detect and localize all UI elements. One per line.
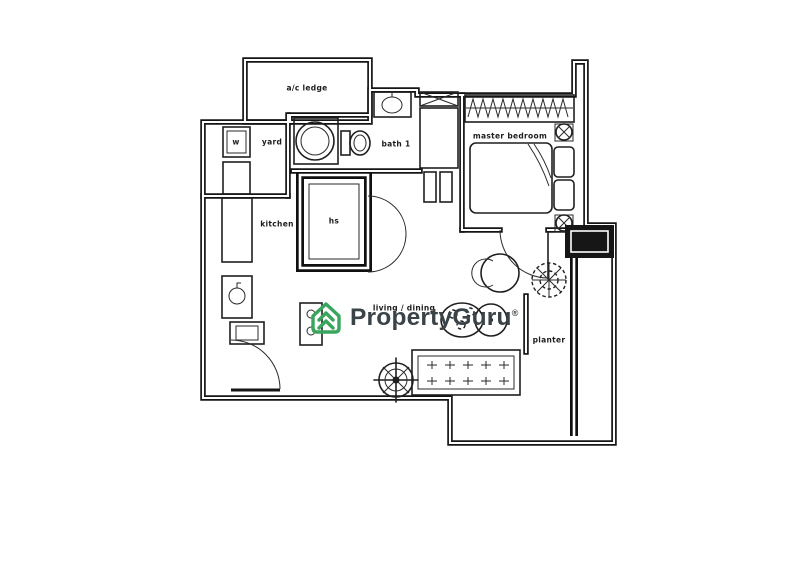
shoe-cabinet [229, 321, 265, 345]
hs-door-swing-icon [367, 195, 407, 273]
yard-cabinet [222, 161, 251, 195]
bay-ledge [565, 225, 614, 258]
propertyguru-wordmark: PropertyGuru® [350, 303, 519, 331]
master-door-swing-icon [499, 229, 549, 279]
hs-inner-lining [308, 183, 360, 260]
room-label-planter: planter [532, 335, 566, 345]
room-label-master-bedroom: master bedroom [472, 131, 548, 141]
room-label-bath-1: bath 1 [381, 139, 411, 149]
washer-icon [222, 126, 251, 158]
room-label-yard: yard [261, 137, 283, 147]
room-label-washer: w [232, 137, 240, 147]
room-label-living-dining: living / dining [372, 303, 436, 313]
toilet-icon [340, 130, 371, 156]
wardrobe-hangers-icon [464, 94, 575, 123]
propertyguru-logo-icon [311, 302, 341, 334]
plant-icon [531, 262, 567, 298]
bay-window-icon [411, 349, 521, 396]
cabinet-column [419, 91, 459, 203]
bed-icon [469, 142, 575, 214]
compass-icon [373, 357, 419, 403]
armchair-icon [471, 253, 520, 293]
bedside-lamp-icon [554, 123, 574, 233]
dining-table-icon [440, 302, 508, 338]
propertyguru-watermark: PropertyGuru® [306, 298, 519, 338]
room-label-hs: hs [328, 216, 340, 226]
basin-icon [373, 91, 412, 118]
entrance-door-swing-icon [230, 339, 281, 392]
floorplan-walls [200, 57, 617, 446]
sink-icon [228, 282, 246, 305]
room-label-kitchen: kitchen [260, 219, 294, 229]
kitchen-counter [221, 197, 253, 319]
room-label-ac-ledge: a/c ledge [286, 83, 328, 93]
registered-mark: ® [511, 307, 519, 318]
shower-icon [293, 117, 339, 165]
